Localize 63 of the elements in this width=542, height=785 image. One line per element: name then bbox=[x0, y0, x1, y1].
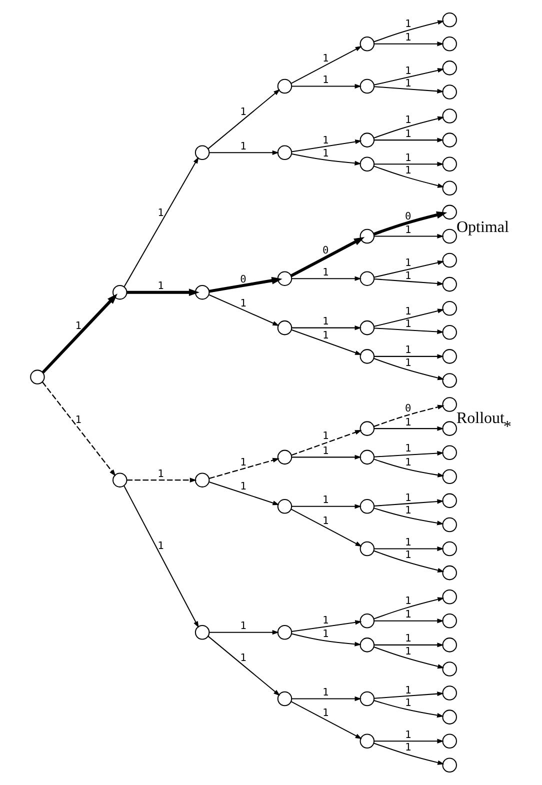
edge-label: 1 bbox=[404, 549, 412, 562]
edge-label: 1 bbox=[322, 614, 329, 626]
edge-label: 1 bbox=[404, 356, 412, 369]
edge-label: 1 bbox=[404, 318, 412, 330]
edge-label: 1 bbox=[404, 305, 412, 318]
edge-label: 1 bbox=[240, 456, 246, 468]
edge-label: 1 bbox=[404, 114, 412, 126]
edge-label: 1 bbox=[322, 147, 329, 160]
edge-label: 1 bbox=[322, 430, 329, 442]
edge-label: 1 bbox=[75, 414, 82, 426]
edge-label: 1 bbox=[404, 684, 412, 696]
edge-label: 1 bbox=[404, 344, 412, 356]
edge-label: 1 bbox=[322, 134, 329, 147]
edge-label: 1 bbox=[322, 494, 329, 506]
edge-label: 0 bbox=[322, 244, 329, 257]
edge-label: 1 bbox=[322, 628, 329, 640]
edge-label: 1 bbox=[404, 504, 412, 517]
edge-label: 1 bbox=[404, 164, 412, 176]
edge-label: 1 bbox=[404, 64, 412, 77]
edge-label: 1 bbox=[322, 686, 329, 699]
edge-label: 1 bbox=[404, 492, 412, 504]
edge-label: 1 bbox=[322, 316, 329, 328]
edge-label: 1 bbox=[404, 416, 412, 428]
edge-label: 0 bbox=[404, 210, 412, 222]
edge-label: 1 bbox=[322, 266, 329, 278]
edge-label: 1 bbox=[240, 620, 246, 632]
edge-label: 1 bbox=[240, 297, 246, 310]
edge-label: 1 bbox=[240, 480, 246, 492]
edge-label: 1 bbox=[240, 140, 246, 152]
edge-label: 1 bbox=[75, 320, 82, 332]
edge-label: 1 bbox=[322, 514, 329, 527]
edge-label: 1 bbox=[240, 652, 246, 664]
edge-label: 1 bbox=[404, 594, 412, 607]
edge-label: 1 bbox=[404, 456, 412, 468]
edge-label: 1 bbox=[158, 206, 164, 219]
edge-label: 1 bbox=[404, 128, 412, 140]
edge-label: 1 bbox=[404, 632, 412, 645]
edge-label: 1 bbox=[240, 106, 246, 118]
edge-label: 1 bbox=[322, 444, 329, 457]
edge-label: 1 bbox=[322, 329, 329, 342]
edge-label: 0 bbox=[404, 402, 412, 415]
edge-label: 1 bbox=[404, 77, 412, 90]
edge-label: 1 bbox=[404, 270, 412, 282]
edge-label: 1 bbox=[404, 32, 412, 44]
edge-label: 1 bbox=[404, 257, 412, 270]
edge-label: 1 bbox=[158, 540, 164, 552]
edge-label: 1 bbox=[404, 442, 412, 455]
edge-label: 1 bbox=[404, 224, 412, 236]
node-label: Optimal bbox=[456, 218, 509, 236]
edge-label: 1 bbox=[158, 468, 164, 480]
edge-label: 1 bbox=[158, 280, 164, 292]
edge-label: 1 bbox=[404, 645, 412, 658]
edge-label: 1 bbox=[404, 742, 412, 754]
edge-label: 1 bbox=[404, 18, 412, 30]
edge-label: 1 bbox=[404, 536, 412, 549]
edge-label: 1 bbox=[322, 707, 329, 720]
edge-label: 1 bbox=[404, 152, 412, 164]
edge-label: 1 bbox=[404, 696, 412, 709]
edge-label: 1 bbox=[404, 608, 412, 621]
edge-label: 1 bbox=[322, 74, 329, 86]
edge-label: 1 bbox=[404, 728, 412, 741]
edge-label: 0 bbox=[240, 273, 246, 286]
edge-label: 1 bbox=[322, 52, 329, 64]
